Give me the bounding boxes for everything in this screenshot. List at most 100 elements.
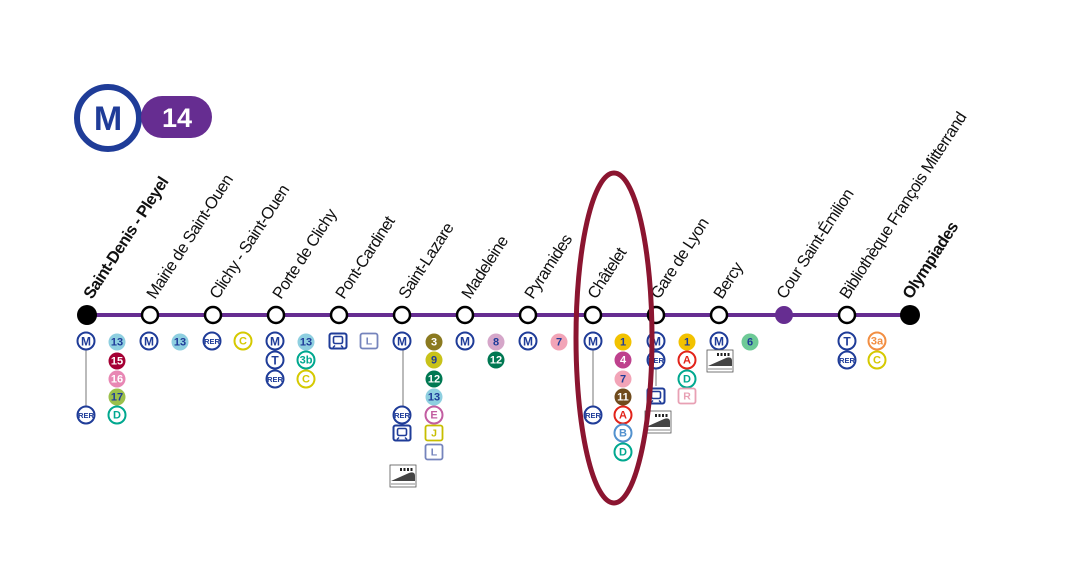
station-label: Gare de Lyon xyxy=(647,215,713,302)
station-marker xyxy=(837,305,857,325)
badge-text: 17 xyxy=(111,392,123,404)
station-marker xyxy=(392,305,412,325)
tJ-badge: J xyxy=(424,424,444,442)
m12-badge: 12 xyxy=(487,351,505,369)
badge-text: 6 xyxy=(747,337,753,349)
rC-badge: C xyxy=(296,369,316,389)
badge-text: 11 xyxy=(617,392,629,404)
station-marker xyxy=(455,305,475,325)
badge-text: 7 xyxy=(556,337,562,349)
M-badge: M xyxy=(139,331,159,351)
badge-text: J xyxy=(431,428,437,440)
M-badge: M xyxy=(518,331,538,351)
badge-text: 7 xyxy=(620,374,626,386)
badge-text: 1 xyxy=(684,337,690,349)
station-marker xyxy=(266,305,286,325)
badge-text: C xyxy=(302,374,310,386)
m12-badge: 12 xyxy=(425,370,443,388)
badge-text: M xyxy=(460,335,470,349)
badge-text: RER xyxy=(648,356,664,365)
T-badge: T xyxy=(837,331,857,351)
station-label: Bibliothèque François Mitterrand xyxy=(836,109,970,302)
badge-text: M xyxy=(81,335,91,349)
badge-text: RER xyxy=(78,411,94,420)
M-badge: M xyxy=(392,331,412,351)
station-label: Châtelet xyxy=(584,244,631,302)
badge-text: L xyxy=(366,336,373,348)
station-marker xyxy=(709,305,729,325)
rD-badge: D xyxy=(677,369,697,389)
terminus-marker xyxy=(900,305,920,325)
station-marker-filled xyxy=(775,306,793,324)
RER-badge: RER xyxy=(202,331,222,351)
m13-badge: 13 xyxy=(108,333,126,351)
badge-text: D xyxy=(683,374,691,386)
tgv-icon xyxy=(389,464,417,488)
station-label: Saint-Lazare xyxy=(395,220,457,303)
badge-text: C xyxy=(873,355,881,367)
M-badge: M xyxy=(583,331,603,351)
badge-text: M xyxy=(588,335,598,349)
badge-text: RER xyxy=(585,411,601,420)
station-marker xyxy=(329,305,349,325)
station-marker xyxy=(140,305,160,325)
M-badge: M xyxy=(265,331,285,351)
badge-text: 13 xyxy=(174,337,186,349)
M-badge: M xyxy=(455,331,475,351)
metro-logo-letter: M xyxy=(94,100,122,138)
RER-badge: RER xyxy=(76,405,96,425)
badge-text: RER xyxy=(839,356,855,365)
connector-lines xyxy=(85,350,657,406)
station-marker xyxy=(203,305,223,325)
tR-badge: R xyxy=(677,387,697,405)
station-label: Pyramides xyxy=(521,231,576,302)
chatelet-highlight-ellipse xyxy=(573,170,655,506)
badge-text: E xyxy=(430,410,437,422)
badge-text: 15 xyxy=(111,356,123,368)
line-number-badge: 14 xyxy=(141,96,212,138)
m13-badge: 13 xyxy=(171,333,189,351)
line-number-text: 14 xyxy=(162,103,192,133)
station-labels: Saint-Denis - Pleyel Mairie de Saint-Oue… xyxy=(80,109,970,302)
m3-badge: 3 xyxy=(425,333,443,351)
station-label: Pont-Cardinet xyxy=(332,213,399,302)
station-marker xyxy=(583,305,603,325)
tL-badge: L xyxy=(359,332,379,350)
badge-text: D xyxy=(619,447,627,459)
rE-badge: E xyxy=(424,405,444,425)
m11-badge: 11 xyxy=(614,388,632,406)
badge-text: M xyxy=(714,335,724,349)
badge-text: R xyxy=(683,391,691,403)
badge-text: M xyxy=(523,335,533,349)
badge-text: C xyxy=(239,336,247,348)
rD-badge: D xyxy=(107,405,127,425)
m15-badge: 15 xyxy=(108,352,126,370)
station-label: Olympiades xyxy=(899,219,962,303)
badge-text: T xyxy=(843,335,851,349)
rC-badge: C xyxy=(233,331,253,351)
badge-text: 4 xyxy=(620,355,627,367)
m6-badge: 6 xyxy=(741,333,759,351)
badge-text: D xyxy=(113,410,121,422)
m7-badge: 7 xyxy=(614,370,632,388)
terminus-marker xyxy=(77,305,97,325)
m4-badge: 4 xyxy=(614,351,632,369)
M-badge: M xyxy=(76,331,96,351)
m7-badge: 7 xyxy=(550,333,568,351)
badge-text: 12 xyxy=(490,355,502,367)
badge-text: 13 xyxy=(300,337,312,349)
RER-badge: RER xyxy=(837,350,857,370)
badge-text: 1 xyxy=(620,337,626,349)
m17-badge: 17 xyxy=(108,388,126,406)
badge-text: 13 xyxy=(428,392,440,404)
station-marker xyxy=(518,305,538,325)
m1-badge: 1 xyxy=(614,333,632,351)
badge-text: A xyxy=(619,410,627,422)
rA-badge: A xyxy=(677,350,697,370)
station-label: Porte de Clichy xyxy=(269,205,341,302)
RER-badge: RER xyxy=(583,405,603,425)
badge-text: T xyxy=(271,354,279,368)
badge-text: 12 xyxy=(428,374,440,386)
rB-badge: B xyxy=(613,423,633,443)
